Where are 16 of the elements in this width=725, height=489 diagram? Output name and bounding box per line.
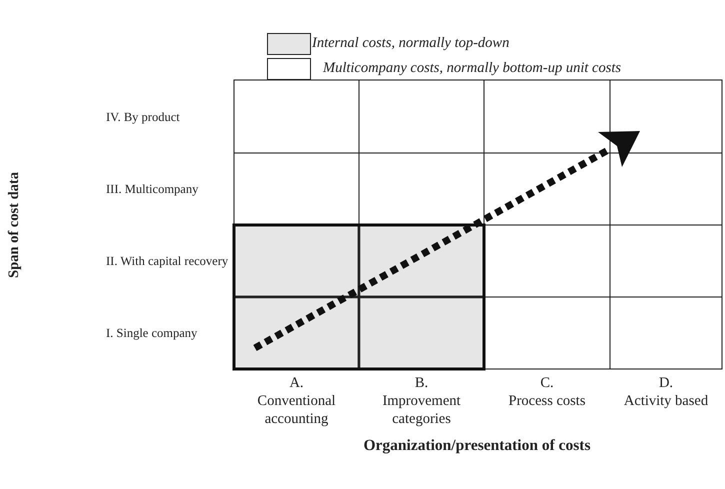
- column-label: Activity based: [622, 392, 710, 410]
- column-label: Improvement categories: [381, 392, 462, 428]
- column-label: B.: [414, 374, 430, 392]
- column-label: C.: [539, 374, 555, 392]
- axis-title: Organization/presentation of costs: [362, 437, 592, 455]
- row-label: II. With capital recovery: [106, 253, 228, 270]
- legend-text: Internal costs, normally top-down: [312, 34, 510, 52]
- column-label: Conventional accounting: [256, 392, 337, 428]
- row-label: III. Multicompany: [106, 181, 198, 198]
- column-label: D.: [658, 374, 674, 392]
- axis-title: Span of cost data: [5, 171, 23, 280]
- row-label: I. Single company: [106, 325, 198, 342]
- column-label: Process costs: [508, 392, 586, 410]
- row-label: IV. By product: [106, 108, 180, 126]
- legend-text: Multicompany costs, normally bottom-up unit costs: [323, 59, 622, 77]
- column-label: A.: [288, 374, 305, 392]
